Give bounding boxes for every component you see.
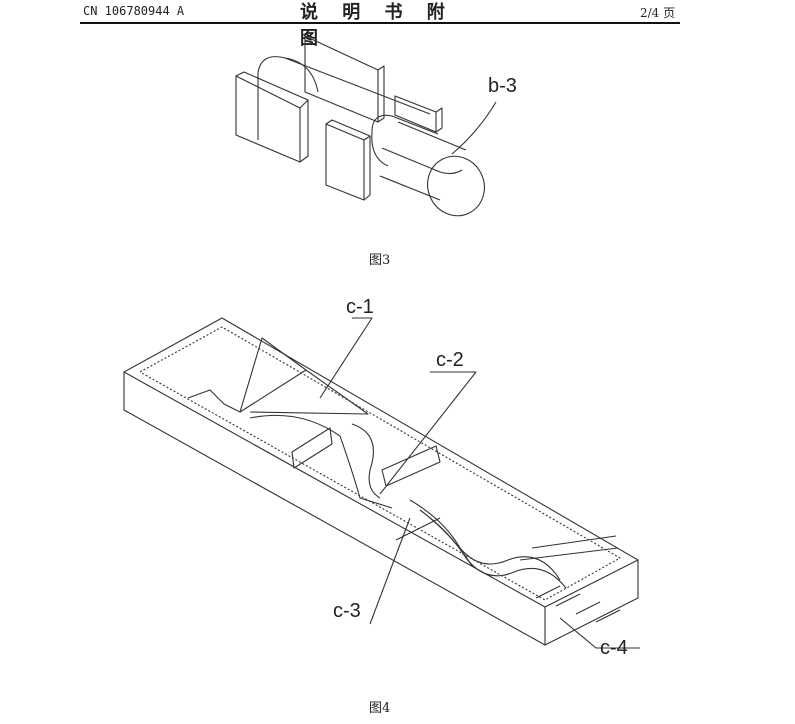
figure-3-caption: 图3	[369, 253, 391, 268]
page-title: 说 明 书 附 图	[300, 2, 454, 49]
figure-4-label-c3: c-3	[333, 600, 361, 622]
page-number: 2/4 页	[640, 6, 676, 20]
figure-4-label-c2: c-2	[436, 349, 464, 371]
figure-4-label-c1: c-1	[346, 296, 374, 318]
figure-3-drawing: b-3	[235, 35, 517, 217]
header-rule	[80, 22, 680, 24]
figure-4-drawing: c-1 c-2 c-3 c-4	[123, 296, 640, 659]
figure-4-caption: 图4	[369, 701, 391, 716]
figure-3-label-b3: b-3	[488, 75, 517, 97]
figure-4-label-c4: c-4	[600, 637, 628, 659]
patent-number: CN 106780944 A	[83, 4, 185, 18]
